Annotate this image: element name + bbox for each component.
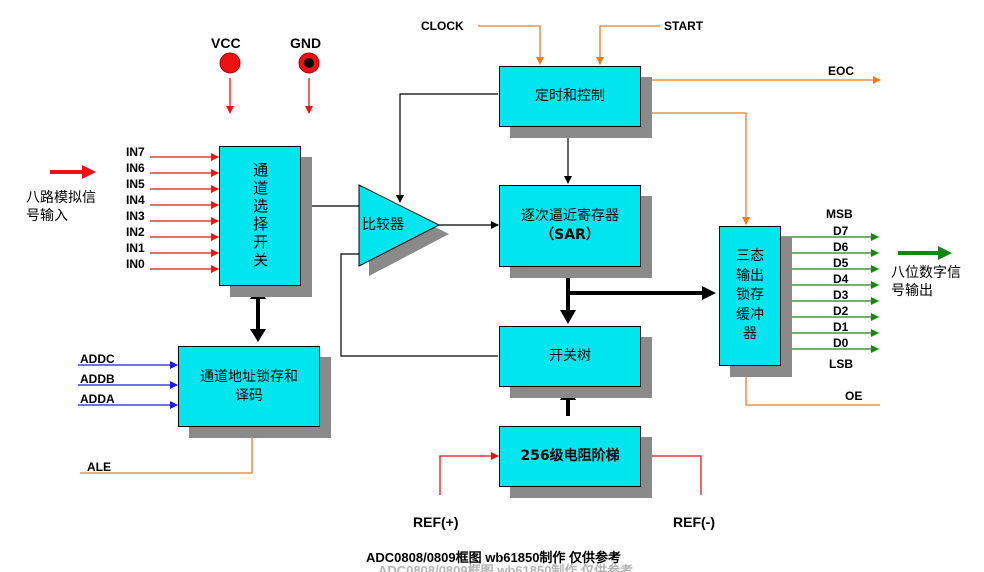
digital-output-caption: 八位数字信号输出 xyxy=(891,265,961,299)
timing-control-block: 定时和控制 xyxy=(499,66,641,127)
output-label-d2: D2 xyxy=(833,304,849,318)
input-label-in6: IN6 xyxy=(126,161,145,175)
input-label-in4: IN4 xyxy=(126,193,145,207)
diagram-caption: ADC0808/0809框图 wb61850制作 仅供参考 xyxy=(366,550,622,565)
sar-label-line2: （SAR） xyxy=(540,227,600,243)
comparator-triangle xyxy=(358,184,441,267)
timing-label: 定时和控制 xyxy=(535,88,605,105)
output-label-d4: D4 xyxy=(833,272,849,286)
output-label-d0: D0 xyxy=(833,336,849,350)
latch-label: 通道地址锁存和译码 xyxy=(200,368,298,404)
tristate-output-buffer-block: 三态输出锁存缓冲器 xyxy=(719,226,781,366)
eoc-label: EOC xyxy=(828,64,855,78)
output-label-d1: D1 xyxy=(833,320,849,334)
ref-negative-label: REF(-) xyxy=(673,514,715,530)
clock-label: CLOCK xyxy=(421,19,464,33)
vcc-terminal xyxy=(219,52,241,74)
comparator-label: 比较器 xyxy=(362,217,404,233)
input-label-in3: IN3 xyxy=(126,209,145,223)
gnd-label: GND xyxy=(290,35,322,51)
lsb-label: LSB xyxy=(829,357,853,371)
mux-label: 通道选择开关 xyxy=(251,162,270,270)
ale-label: ALE xyxy=(87,460,111,474)
input-label-in5: IN5 xyxy=(126,177,145,191)
output-label-d3: D3 xyxy=(833,288,849,302)
start-label: START xyxy=(664,19,704,33)
sar-label-line1: 逐次逼近寄存器 xyxy=(521,208,619,225)
ref-positive-label: REF(+) xyxy=(413,514,459,530)
oe-label: OE xyxy=(845,389,863,403)
switch-tree-label: 开关树 xyxy=(549,348,591,365)
resistor-ladder-block: 256级电阻阶梯 xyxy=(499,426,641,487)
sar-register-block: 逐次逼近寄存器 （SAR） xyxy=(499,185,641,267)
channel-select-switch-block: 通道选择开关 xyxy=(219,146,301,286)
output-label-d5: D5 xyxy=(833,256,849,270)
analog-input-caption: 八路模拟信号输入 xyxy=(26,190,96,224)
ladder-label: 256级电阻阶梯 xyxy=(520,448,620,465)
vcc-label: VCC xyxy=(211,35,241,51)
input-label-in1: IN1 xyxy=(126,241,145,255)
address-label-addc: ADDC xyxy=(80,352,115,366)
msb-label: MSB xyxy=(826,207,853,221)
output-label-d7: D7 xyxy=(833,224,849,238)
address-label-addb: ADDB xyxy=(80,372,115,386)
input-label-in0: IN0 xyxy=(126,257,145,271)
input-label-in2: IN2 xyxy=(126,225,145,239)
caption-shadow: ADC0808/0809框图 wb61850制作 仅供参考 xyxy=(378,563,634,572)
output-label-d6: D6 xyxy=(833,240,849,254)
input-label-in7: IN7 xyxy=(126,145,145,159)
address-latch-decoder-block: 通道地址锁存和译码 xyxy=(178,346,320,427)
switch-tree-block: 开关树 xyxy=(499,326,641,387)
address-label-adda: ADDA xyxy=(80,392,115,406)
tristate-label: 三态输出锁存缓冲器 xyxy=(736,248,764,343)
